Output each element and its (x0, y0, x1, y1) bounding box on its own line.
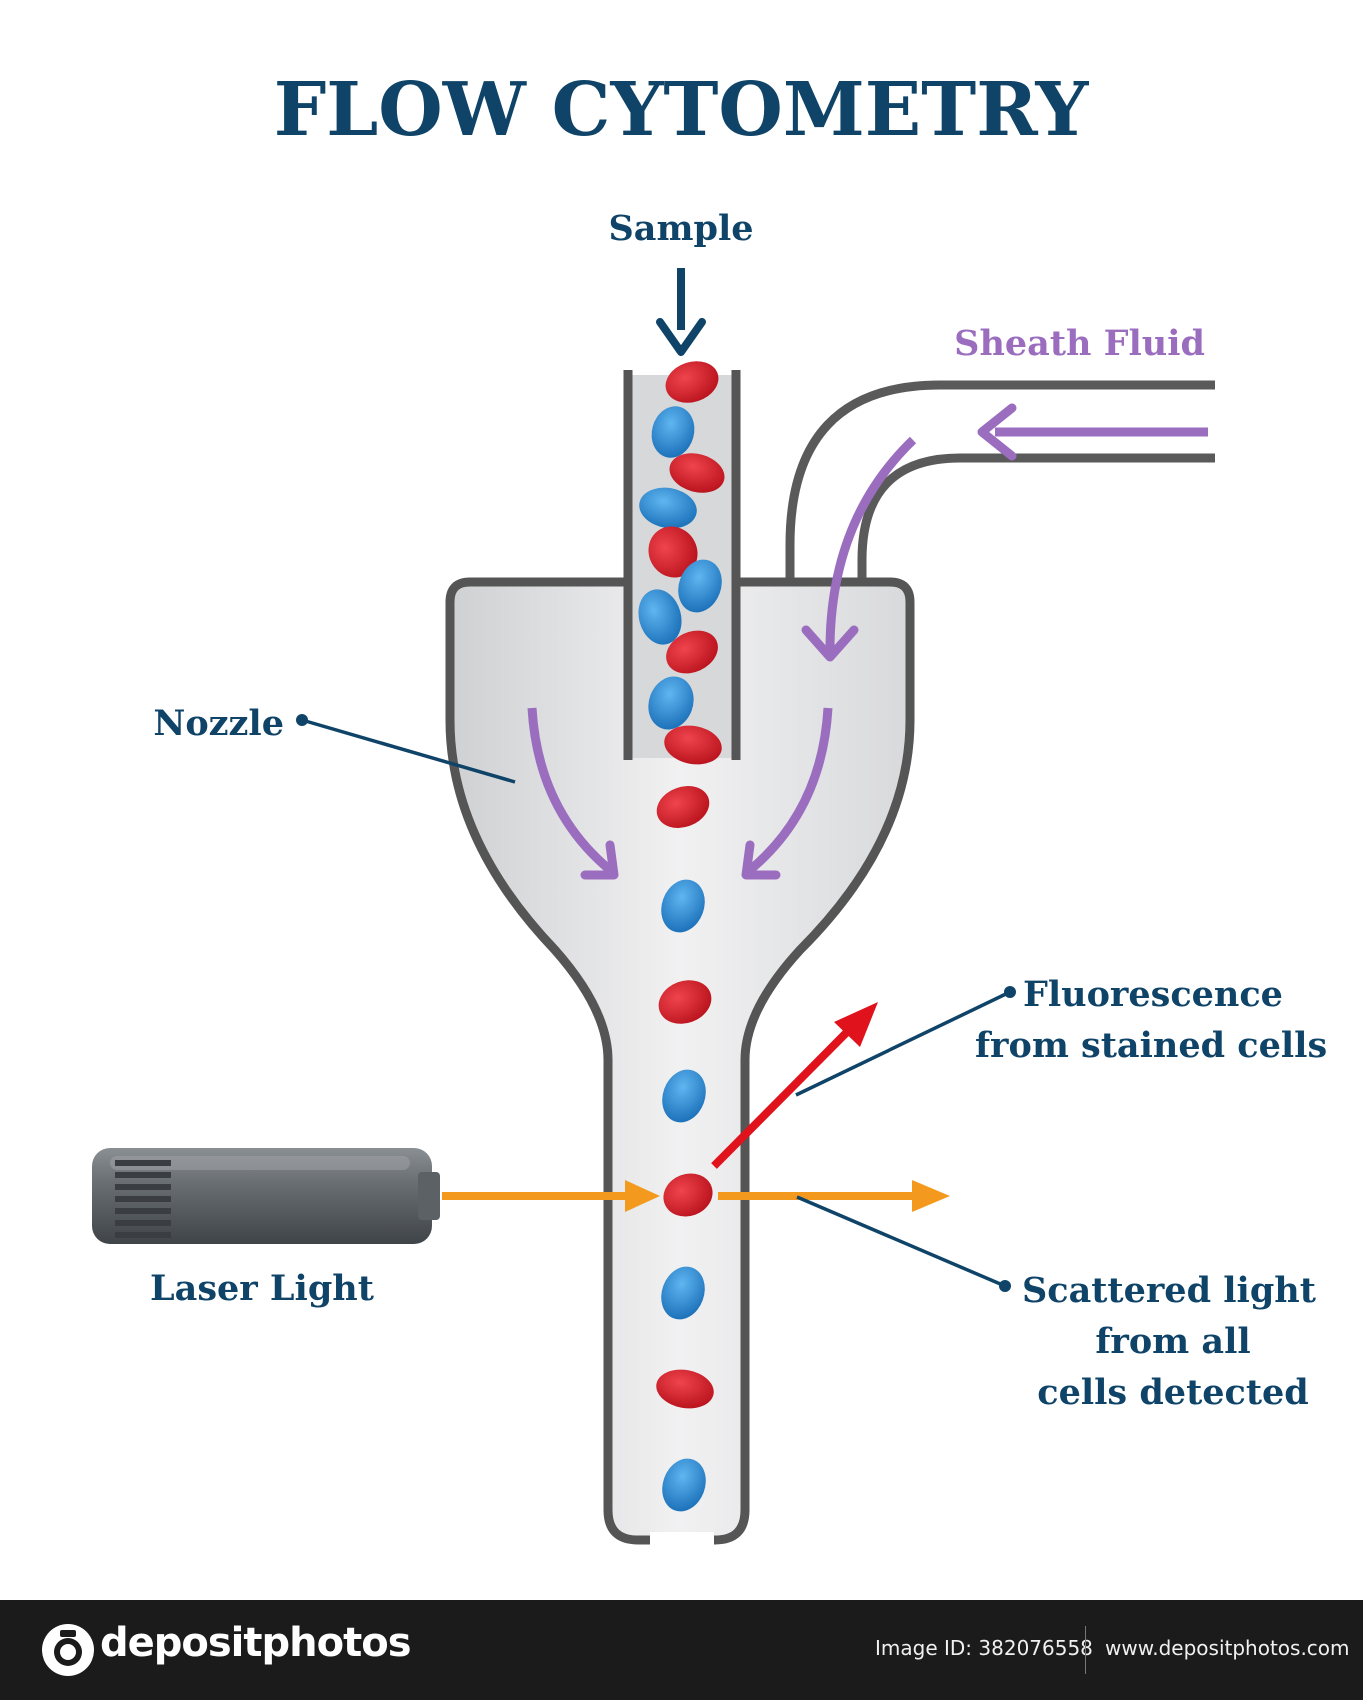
sample-cells (638, 361, 725, 765)
laser-device-icon (92, 1148, 440, 1244)
scattered-light-beam (718, 1180, 950, 1212)
label-scattered-line1: Scattered light (1022, 1270, 1316, 1311)
blue-cell (639, 487, 697, 529)
laser-beam (442, 1180, 660, 1212)
blue-cell (661, 1266, 705, 1320)
diagram-title: FLOW CYTOMETRY (274, 67, 1090, 153)
red-cell (665, 361, 719, 403)
label-fluorescence-line2: from stained cells (975, 1025, 1327, 1066)
red-cell (664, 725, 722, 765)
label-laser-light: Laser Light (150, 1268, 374, 1309)
label-nozzle: Nozzle (153, 703, 284, 744)
nozzle-leader-dot (296, 714, 308, 726)
label-sample: Sample (608, 208, 753, 249)
nozzle-leader (301, 718, 516, 784)
label-scattered-line3: cells detected (1037, 1372, 1308, 1413)
blue-cell (638, 589, 682, 645)
footer-image-id: Image ID: 382076558 (875, 1636, 1093, 1660)
red-cell (656, 1369, 714, 1409)
flow-cytometry-diagram: FLOW CYTOMETRY (92, 67, 1327, 1546)
blue-cell (651, 406, 695, 458)
camera-logo-icon (42, 1624, 94, 1676)
tube-outlet (650, 1532, 714, 1546)
red-cell (666, 630, 718, 674)
label-fluorescence-line1: Fluorescence (1023, 974, 1283, 1015)
red-cell (658, 980, 712, 1024)
blue-cell (661, 879, 705, 933)
red-cell (656, 786, 710, 828)
sheath-inlet-tube (785, 380, 1215, 585)
blue-cell (662, 1069, 706, 1123)
scattered-leader (796, 1195, 1006, 1288)
fluorescence-leader-dot (1004, 986, 1016, 998)
footer-brand: depositphotos (100, 1620, 412, 1666)
scattered-leader-dot (999, 1280, 1011, 1292)
sample-arrow (656, 268, 706, 356)
label-scattered-line2: from all (1095, 1321, 1250, 1362)
red-cell (669, 453, 725, 493)
blue-cell (648, 676, 694, 730)
leader-lines (301, 718, 1011, 1288)
stream-cells (656, 786, 714, 1512)
fluorescence-leader (795, 990, 1011, 1097)
blue-cell (678, 559, 722, 613)
sheath-flow-arrows (527, 403, 1208, 880)
footer-separator (1085, 1626, 1086, 1674)
red-cell-illuminated (663, 1173, 713, 1217)
footer-bar: depositphotos Image ID: 382076558 www.de… (0, 1600, 1363, 1700)
red-cell (648, 526, 698, 578)
label-sheath-fluid: Sheath Fluid (954, 323, 1205, 364)
fluorescence-arrow (711, 1002, 878, 1169)
blue-cell (662, 1458, 706, 1512)
footer-site-url[interactable]: www.depositphotos.com (1105, 1636, 1350, 1660)
